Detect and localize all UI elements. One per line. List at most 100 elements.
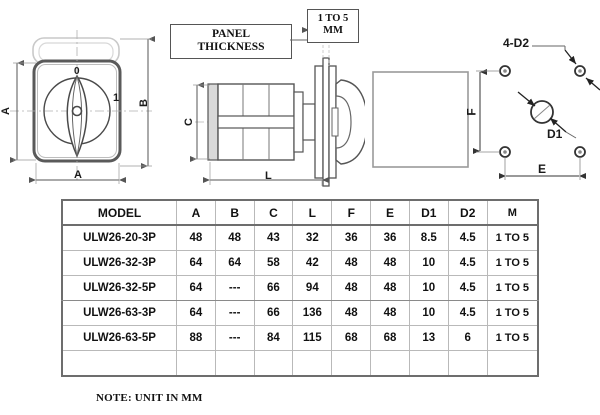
handle-ghost-inner [38,42,114,62]
table-header-cell: D1 [408,200,449,226]
table-cell-m: 1 TO 5 [486,300,539,326]
table-cell-c [253,350,294,376]
table-cell-d2: 4.5 [447,225,488,251]
table-cell-e: 68 [370,325,410,351]
d2-leader-lower [585,77,600,91]
table-cell-l [292,350,333,376]
table-cell-m: 1 TO 5 [486,250,539,276]
knob-pointer-inner [72,74,82,157]
corner-hole-top-right-center [578,69,582,73]
table-cell-e: 48 [370,250,410,276]
table-cell-model: ULW26-32-3P [61,250,178,276]
thickness-range-line2: MM [323,25,343,37]
table-cell-f: 48 [331,300,372,326]
table-cell-c: 43 [253,225,294,251]
table-cell-f: 68 [331,325,372,351]
center-hole-hatch [533,104,551,120]
table-cell-c: 66 [253,300,294,326]
panel-cutout-square [372,71,469,168]
table-cell-e [370,350,410,376]
table-cell-model [61,350,178,376]
table-cell-f [331,350,372,376]
dimension-label-l: L [265,170,272,182]
rear-plate [207,83,219,161]
knob-stem [331,107,339,137]
table-row: ULW26-20-3P 48 48 43 32 36 36 8.5 4.5 1 … [61,225,539,251]
table-row-empty [61,350,539,376]
knob-hub [71,105,83,117]
table-header-cell: MODEL [61,200,178,226]
panel-thickness-line1: PANEL [211,28,251,40]
table-cell-b [214,350,255,376]
d1-leader-tail [565,131,577,139]
dimension-label-a-vertical: A [0,107,12,115]
front-view-drawing [10,30,155,184]
table-cell-d2: 6 [447,325,488,351]
table-cell-c: 84 [253,325,294,351]
d1-leader-upper [517,91,536,107]
panel-cutout-drawing [372,71,469,168]
table-cell-a: 64 [176,300,216,326]
table-cell-b: --- [214,300,255,326]
panel-plate [322,57,330,187]
table-cell-model: ULW26-32-5P [61,275,178,301]
table-cell-e: 48 [370,275,410,301]
dimension-label-a-horizontal: A [74,169,82,181]
table-cell-b: --- [214,275,255,301]
table-cell-f: 36 [331,225,372,251]
thickness-range-callout: 1 TO 5 MM [307,9,359,43]
table-cell-l: 115 [292,325,333,351]
dimension-label-f: F [464,108,479,116]
table-header-cell: D2 [447,200,488,226]
table-cell-model: ULW26-20-3P [61,225,178,251]
table-cell-f: 48 [331,275,372,301]
table-cell-a: 64 [176,275,216,301]
table-cell-c: 58 [253,250,294,276]
table-cell-a: 64 [176,250,216,276]
drill-pattern-drawing [473,45,600,180]
table-cell-d2 [447,350,488,376]
table-cell-a: 48 [176,225,216,251]
table-row: ULW26-63-5P 88 --- 84 115 68 68 13 6 1 T… [61,325,539,351]
table-cell-model: ULW26-63-3P [61,300,178,326]
label-d1: D1 [547,127,563,141]
dimension-label-c: C [182,118,195,126]
table-cell-d2: 4.5 [447,250,488,276]
table-header-cell: A [176,200,216,226]
table-cell-d1: 10 [408,300,449,326]
table-header-row: MODEL A B C L F E D1 D2 M [61,200,539,226]
table-cell-d2: 4.5 [447,275,488,301]
table-cell-d1 [408,350,449,376]
table-cell-d1: 10 [408,250,449,276]
d2-leader-upper [564,49,577,65]
panel-thickness-callout: PANEL THICKNESS [170,24,292,59]
table-cell-l: 42 [292,250,333,276]
table-cell-d1: 13 [408,325,449,351]
table-header-cell: F [331,200,372,226]
table-header-cell: B [214,200,255,226]
table-header-cell: C [253,200,294,226]
table-cell-l: 32 [292,225,333,251]
table-cell-l: 136 [292,300,333,326]
table-cell-a [176,350,216,376]
table-cell-b: 64 [214,250,255,276]
table-cell-m: 1 TO 5 [486,225,539,251]
table-cell-c: 66 [253,275,294,301]
table-row: ULW26-32-5P 64 --- 66 94 48 48 10 4.5 1 … [61,275,539,301]
thickness-range-line1: 1 TO 5 [317,13,349,24]
threaded-neck [302,103,316,141]
dimension-label-b: B [137,99,150,107]
table-header-cell: E [370,200,410,226]
table-cell-b: 48 [214,225,255,251]
table-header-cell: L [292,200,333,226]
table-cell-model: ULW26-63-5P [61,325,178,351]
table-cell-m: 1 TO 5 [486,275,539,301]
dimension-table: MODEL A B C L F E D1 D2 M ULW26-20-3P 48… [61,200,539,376]
knob-label-off: 0 [74,66,80,77]
table-cell-l: 94 [292,275,333,301]
table-cell-a: 88 [176,325,216,351]
table-cell-d1: 10 [408,275,449,301]
table-cell-m [486,350,539,376]
table-cell-m: 1 TO 5 [486,325,539,351]
